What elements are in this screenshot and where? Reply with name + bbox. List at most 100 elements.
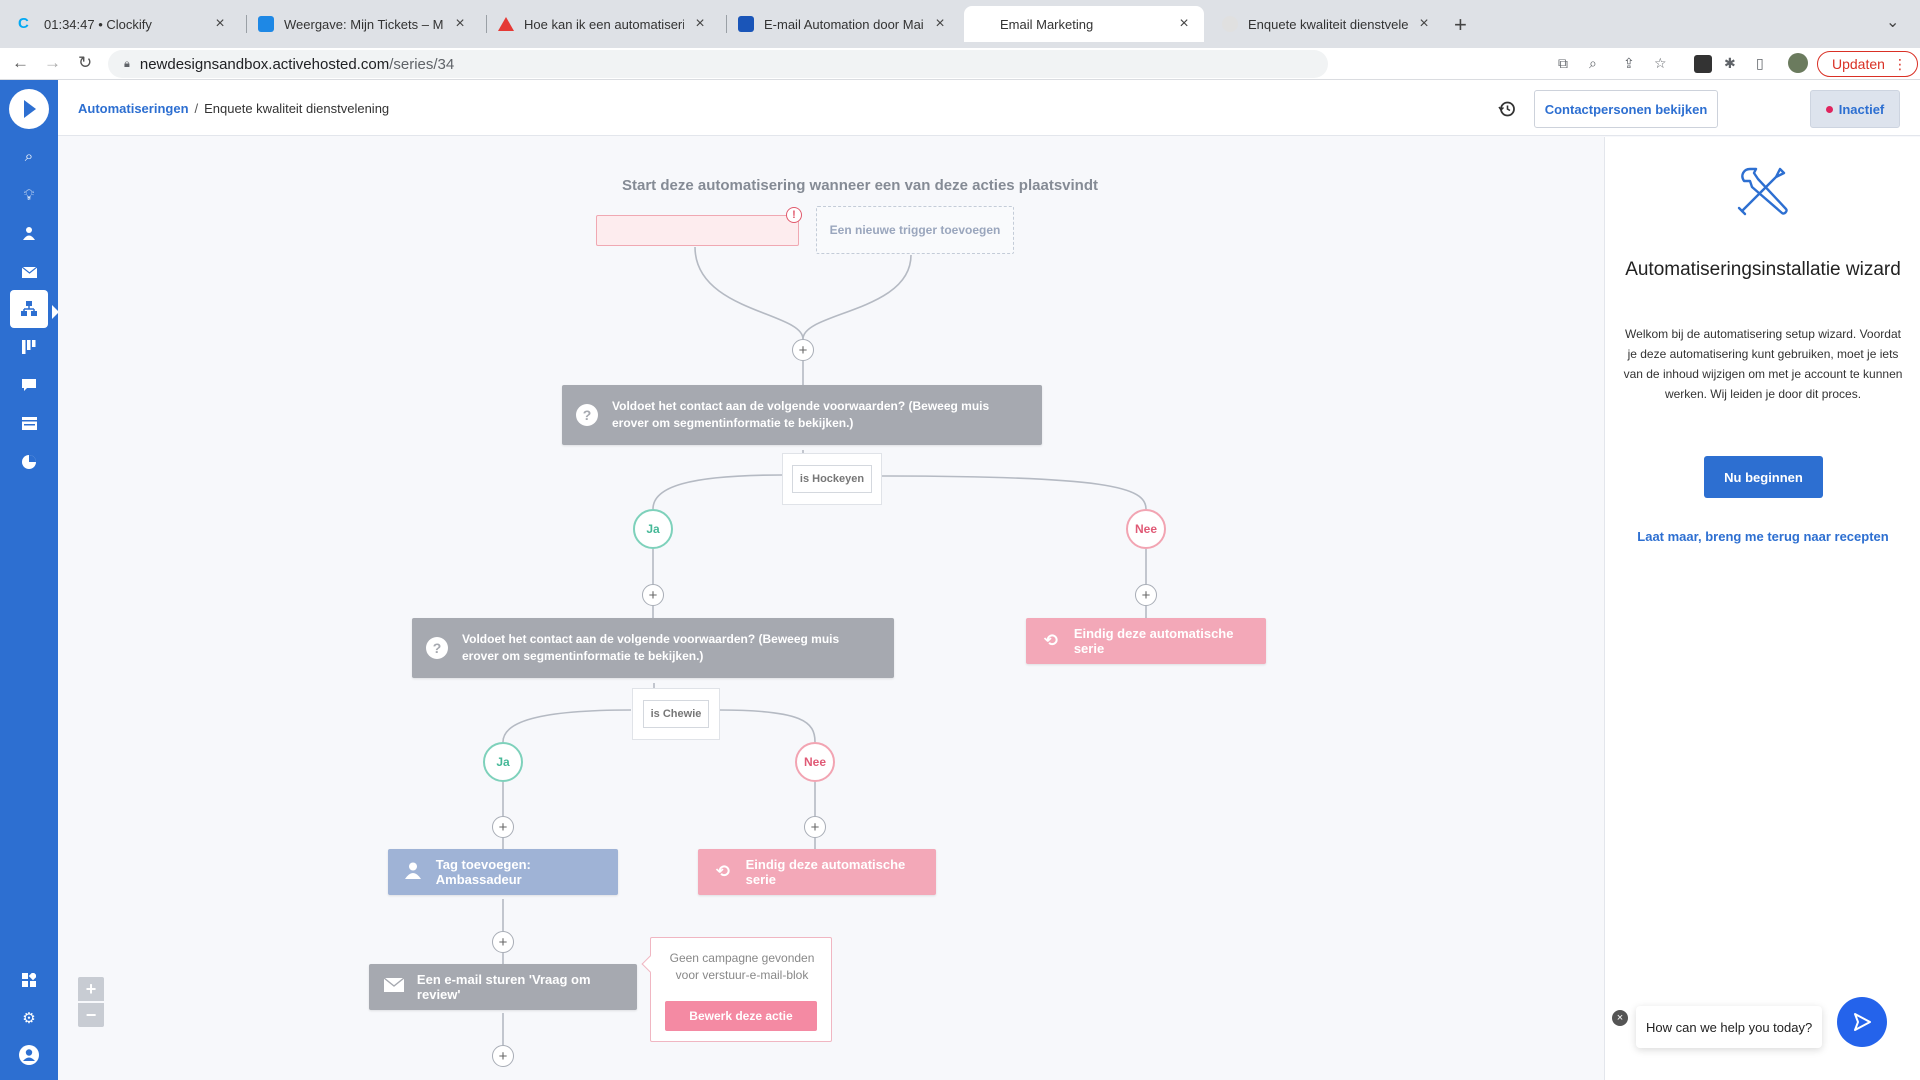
bookmark-star-icon[interactable]: ☆	[1654, 55, 1667, 71]
chat-prompt-bubble[interactable]: How can we help you today?	[1636, 1006, 1822, 1048]
app-sidebar: ⌕ 💡︎ ⚙	[0, 80, 59, 1080]
add-tag-action[interactable]: Tag toevoegen: Ambassadeur	[388, 849, 618, 895]
user-account-icon[interactable]	[14, 1043, 44, 1067]
wizard-title: Automatiseringsinstallatie wizard	[1625, 259, 1901, 280]
history-clock-icon[interactable]	[1498, 100, 1516, 123]
browser-toolbar: ← → ↻ 🔒︎ newdesignsandbox.activehosted.c…	[0, 48, 1920, 80]
puzzle-extensions-icon[interactable]: ✱	[1724, 55, 1736, 71]
app-logo[interactable]	[9, 89, 49, 129]
logo-arrow-icon	[24, 100, 36, 118]
new-tab-icon[interactable]: +	[1454, 12, 1467, 37]
contacts-icon[interactable]	[14, 221, 44, 245]
browser-tab-enquete[interactable]: Enquete kwaliteit dienstvelenin ×	[1204, 6, 1444, 42]
condition-block-2[interactable]: ? Voldoet het contact aan de volgende vo…	[412, 618, 894, 678]
chat-send-button[interactable]	[1837, 997, 1887, 1047]
add-step-button[interactable]: +	[804, 816, 826, 838]
branch-no-2[interactable]: Nee	[795, 742, 835, 782]
workflow-connectors	[502, 246, 1147, 1045]
conversations-chat-icon[interactable]	[14, 373, 44, 397]
browser-tab-help[interactable]: Hoe kan ik een automatisering ×	[480, 6, 720, 42]
browser-tab-email-automation[interactable]: E-mail Automation door MailBl ×	[720, 6, 960, 42]
browser-tab-email-marketing[interactable]: Email Marketing ×	[964, 6, 1204, 42]
tab-search-chevron-icon[interactable]: ⌄	[1886, 14, 1900, 31]
close-tab-icon[interactable]: ×	[1419, 15, 1429, 32]
segment-info-1[interactable]: is Hockeyen	[782, 453, 882, 505]
segment-info-2[interactable]: is Chewie	[632, 688, 720, 740]
lightbulb-icon[interactable]: 💡︎	[23, 186, 35, 204]
edit-action-button[interactable]: Bewerk deze actie	[665, 1001, 817, 1031]
add-step-button[interactable]: +	[492, 1045, 514, 1067]
campaigns-envelope-icon[interactable]	[14, 260, 44, 284]
end-automation-action-1[interactable]: ⟲ Eindig deze automatische serie	[1026, 618, 1266, 664]
question-icon: ?	[576, 404, 598, 426]
browser-tab-bar: C 01:34:47 • Clockify × Weergave: Mijn T…	[0, 0, 1920, 48]
branch-yes-1[interactable]: Ja	[633, 509, 673, 549]
translate-icon[interactable]: ⧉	[1558, 55, 1568, 71]
close-chat-icon[interactable]: ×	[1612, 1010, 1628, 1026]
clockify-icon: C	[18, 15, 29, 32]
close-tab-icon[interactable]: ×	[695, 15, 705, 32]
activecampaign-icon	[1222, 16, 1238, 32]
question-icon: ?	[426, 637, 448, 659]
trigger-heading: Start deze automatisering wanneer een va…	[622, 177, 1098, 194]
add-step-button[interactable]: +	[642, 584, 664, 606]
email-error-tooltip: Geen campagne gevonden voor verstuur-e-m…	[641, 937, 832, 1042]
address-bar[interactable]: 🔒︎ newdesignsandbox.activehosted.com/ser…	[108, 50, 1328, 78]
person-tag-icon	[402, 861, 424, 884]
breadcrumb: Automatiseringen/Enquete kwaliteit diens…	[78, 101, 390, 116]
setup-wizard-panel: Automatiseringsinstallatie wizard Welkom…	[1604, 137, 1920, 1080]
reload-icon[interactable]: ↻	[78, 53, 93, 72]
search-icon[interactable]: ⌕	[24, 147, 34, 165]
status-dot-icon	[1825, 105, 1833, 113]
add-step-button[interactable]: +	[492, 931, 514, 953]
settings-gear-icon[interactable]: ⚙	[22, 1010, 36, 1027]
apps-grid-icon[interactable]	[14, 968, 44, 992]
browser-update-button[interactable]: Updaten ⋮	[1817, 51, 1918, 77]
add-step-button[interactable]: +	[1135, 584, 1157, 606]
zoom-icon[interactable]: ⌕	[1589, 55, 1597, 71]
back-to-recipes-link[interactable]: Laat maar, breng me terug naar recepten	[1637, 529, 1889, 544]
zoom-in-button[interactable]: +	[78, 977, 104, 1001]
page-header: Automatiseringen/Enquete kwaliteit diens…	[58, 80, 1920, 136]
automations-icon[interactable]	[10, 290, 48, 328]
start-wizard-button[interactable]: Nu beginnen	[1704, 456, 1823, 498]
branch-no-1[interactable]: Nee	[1126, 509, 1166, 549]
send-email-action[interactable]: Een e-mail sturen 'Vraag om review'	[369, 964, 637, 1010]
warning-icon: !	[786, 207, 802, 223]
help-center-icon	[498, 17, 514, 31]
browser-tab-tickets[interactable]: Weergave: Mijn Tickets – MailB ×	[240, 6, 480, 42]
close-tab-icon[interactable]: ×	[215, 15, 225, 32]
side-panel-icon[interactable]: ▯	[1756, 55, 1764, 71]
breadcrumb-automations-link[interactable]: Automatiseringen	[78, 101, 189, 116]
trigger-block-empty[interactable]	[596, 215, 799, 246]
close-tab-icon[interactable]: ×	[455, 15, 465, 32]
end-automation-action-2[interactable]: ⟲ Eindig deze automatische serie	[698, 849, 936, 895]
share-icon[interactable]: ⇪	[1623, 55, 1635, 71]
back-arrow-icon[interactable]: ←	[12, 53, 29, 72]
zendesk-icon	[258, 16, 274, 32]
add-trigger-button[interactable]: Een nieuwe trigger toevoegen	[816, 206, 1014, 254]
zoom-out-button[interactable]: −	[78, 1003, 104, 1027]
profile-avatar[interactable]	[1788, 53, 1808, 73]
view-contacts-button[interactable]: Contactpersonen bekijken	[1534, 90, 1718, 128]
deals-pipeline-icon[interactable]	[14, 335, 44, 359]
send-arrow-icon	[1854, 1013, 1871, 1031]
reports-pie-icon[interactable]	[14, 450, 44, 474]
kebab-menu-icon: ⋮	[1892, 55, 1907, 72]
extension-icon[interactable]	[1694, 55, 1712, 73]
refresh-end-icon: ⟲	[1043, 631, 1059, 650]
status-inactive-button[interactable]: Inactief	[1810, 90, 1900, 128]
tools-wrench-screwdriver-icon	[1736, 165, 1788, 222]
close-tab-icon[interactable]: ×	[1179, 15, 1189, 32]
condition-block-1[interactable]: ? Voldoet het contact aan de volgende vo…	[562, 385, 1042, 445]
add-step-button[interactable]: +	[792, 339, 814, 361]
forward-arrow-icon[interactable]: →	[44, 53, 61, 72]
website-icon[interactable]	[14, 411, 44, 435]
automation-canvas[interactable]: Start deze automatisering wanneer een va…	[58, 137, 1604, 1080]
add-step-button[interactable]: +	[492, 816, 514, 838]
browser-tab-clockify[interactable]: C 01:34:47 • Clockify ×	[0, 6, 240, 42]
branch-yes-2[interactable]: Ja	[483, 742, 523, 782]
close-tab-icon[interactable]: ×	[935, 15, 945, 32]
envelope-icon	[383, 977, 405, 997]
refresh-end-icon: ⟲	[715, 862, 730, 881]
